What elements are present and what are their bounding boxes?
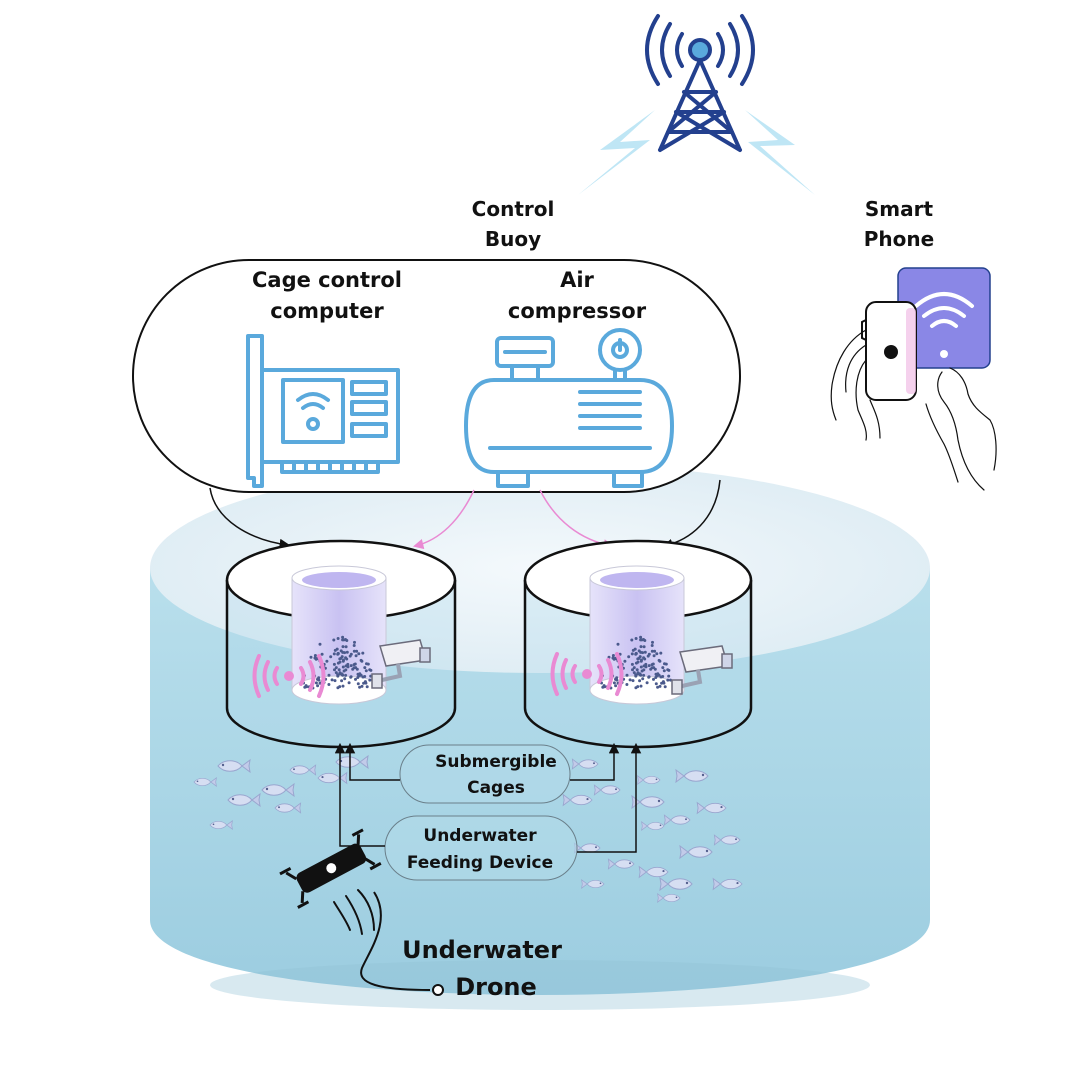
air-compressor-label-line2: compressor [508,299,647,323]
hands-icon [830,329,997,491]
cage-control-computer-label-line2: computer [270,299,384,323]
connector-lines [334,742,642,853]
signal-bolt-left-icon [578,110,655,195]
control-buoy-label-line2: Buoy [485,227,541,251]
underwater-drone-icon [279,828,444,996]
submergible-cages-label-line2: Cages [467,778,525,798]
security-camera-icon [371,639,431,689]
pond-shadow [210,960,870,1010]
submergible-cages-pill [399,744,571,804]
pink-signal-icon [550,652,624,696]
drone-tether-line [360,891,431,991]
drone-tether-end [432,984,444,996]
underwater-feeding-device-label-line1: Underwater [423,826,537,846]
smartphone-icon [830,267,997,491]
signal-bolt-right-icon [745,110,815,195]
submergible-cage-right [523,539,753,749]
cell-tower-icon [645,14,755,152]
feeding-cylinder-icon [291,565,387,705]
air-compressor-icon [464,328,674,488]
submergible-cages-label-line1: Submergible [435,752,557,772]
security-camera-icon [671,645,733,695]
compressor-to-left-cage-arrow [412,489,475,550]
control-buoy-capsule [132,259,741,493]
air-compressor-label-line1: Air [560,268,594,292]
underwater-drone-label-line1: Underwater [402,936,562,964]
control-buoy-label-line1: Control [472,197,555,221]
feed-pellets [600,635,672,690]
pink-signal-icon [252,654,326,698]
computer-to-left-cage-arrow [209,487,291,550]
underwater-drone-label-line2: Drone [455,973,537,1001]
cage-control-computer-label-line1: Cage control [252,268,402,292]
smart-phone-label-line1: Smart [865,197,934,221]
feeding-cylinder-icon [589,565,685,705]
network-card-icon [246,334,400,488]
phone-wifi-icon [914,292,974,328]
smart-phone-label-line2: Phone [864,227,934,251]
underwater-feeding-device-pill [384,815,578,881]
underwater-feeding-device-label-line2: Feeding Device [407,853,553,873]
submergible-cage-left [225,539,457,749]
